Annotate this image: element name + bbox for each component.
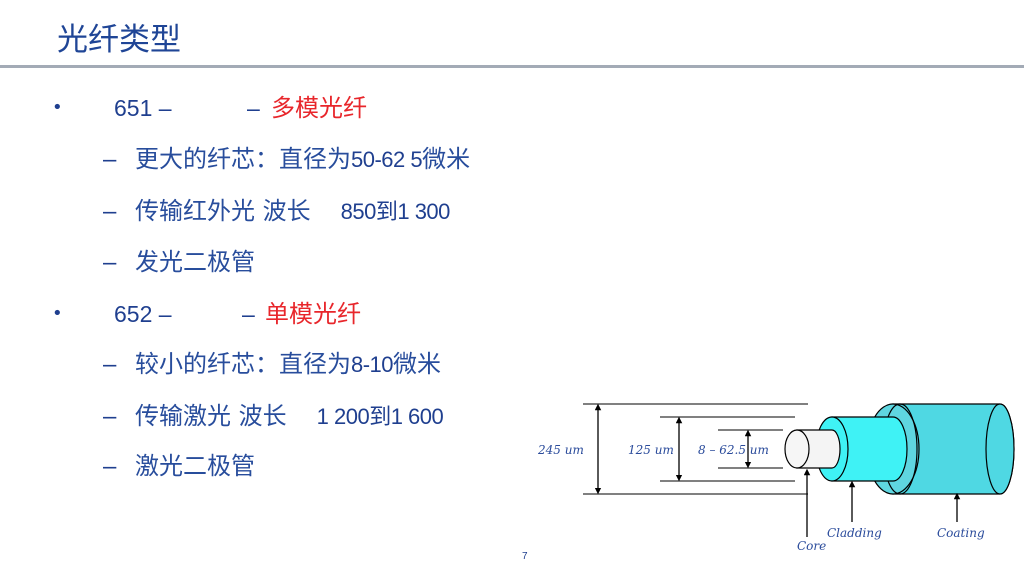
bullet-dash: – <box>247 95 260 121</box>
bullet-marker: • <box>52 303 63 324</box>
sub-item-value: 850到1 300 <box>340 199 451 224</box>
dash: – <box>103 198 117 225</box>
cladding-label: Cladding <box>827 526 882 540</box>
sub-item: –传输激光 波长 1 200到1 600 <box>103 401 444 431</box>
dash: – <box>103 249 117 276</box>
outer-diameter-label: 245 um <box>537 443 584 457</box>
core-label: Core <box>797 539 826 553</box>
sub-item-value: 8-10 <box>351 352 394 377</box>
title-divider <box>0 65 1024 68</box>
sub-item-suffix: 微米 <box>422 145 471 173</box>
dash: – <box>103 403 117 430</box>
bullet-label: 单模光纤 <box>265 300 361 328</box>
sub-item-text: 较小的纤芯：直径为 <box>135 350 351 378</box>
sub-item-value: 1 200到1 600 <box>316 404 444 429</box>
sub-item-text: 传输红外光 波长 <box>135 197 311 225</box>
sub-item-suffix: 微米 <box>393 350 442 378</box>
sub-item-text: 发光二极管 <box>135 248 255 276</box>
page-number: 7 <box>522 551 528 562</box>
dash: – <box>103 351 117 378</box>
cladding-diameter-label: 125 um <box>628 443 674 457</box>
slide-title: 光纤类型 <box>57 22 181 58</box>
bullet-marker: • <box>52 97 63 118</box>
dash: – <box>103 146 117 173</box>
dash: – <box>103 453 117 480</box>
bullet-multimode: • 651 – – 多模光纤 <box>0 93 500 123</box>
core-layer <box>784 429 841 469</box>
sub-item-text: 更大的纤芯：直径为 <box>135 145 351 173</box>
sub-item-text: 传输激光 波长 <box>135 402 287 430</box>
dimension-arrows <box>594 403 752 495</box>
sub-item-text: 激光二极管 <box>135 452 255 480</box>
bullet-code: 652 – <box>114 301 172 327</box>
coating-label: Coating <box>937 526 985 540</box>
sub-item: –发光二极管 <box>103 247 255 277</box>
sub-item-value: 50-62 5 <box>351 147 423 172</box>
dimension-lines <box>583 403 808 495</box>
bullet-singlemode: • 652 – – 单模光纤 <box>0 299 500 329</box>
core-diameter-label: 8 – 62.5 um <box>698 443 769 457</box>
sub-item: –较小的纤芯：直径为8-10微米 <box>103 349 441 379</box>
sub-item: –传输红外光 波长 850到1 300 <box>103 196 450 226</box>
sub-item: –激光二极管 <box>103 451 255 481</box>
layer-pointers <box>803 468 961 537</box>
bullet-dash: – <box>242 301 255 327</box>
sub-item: –更大的纤芯：直径为50-62 5微米 <box>103 144 470 174</box>
bullet-label: 多模光纤 <box>271 94 367 122</box>
bullet-code: 651 – <box>114 95 172 121</box>
